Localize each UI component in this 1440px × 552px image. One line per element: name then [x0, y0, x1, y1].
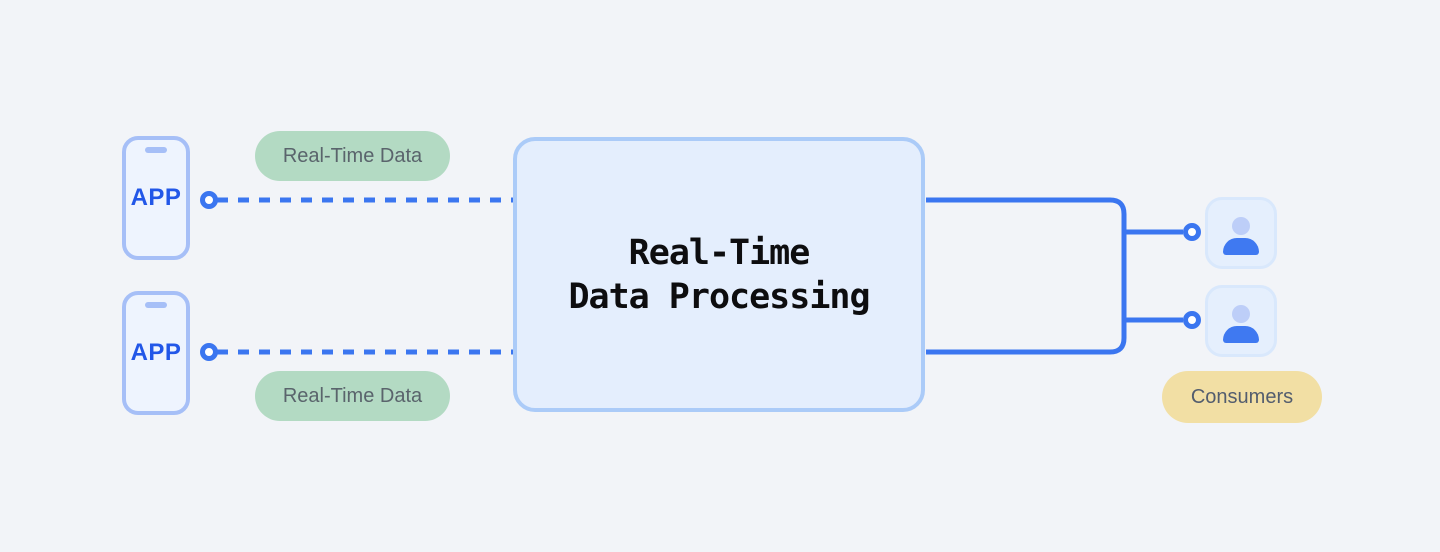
realtime-data-pill-bottom: Real-Time Data [255, 371, 450, 421]
app-node-bottom: APP [122, 291, 190, 415]
processor-title-line2: Data Processing [568, 276, 870, 317]
person-icon [1223, 238, 1259, 255]
phone-notch-icon [145, 147, 167, 153]
person-icon [1232, 305, 1250, 323]
app-node-top: APP [122, 136, 190, 260]
consumer-node-bottom [1205, 285, 1277, 357]
phone-notch-icon [145, 302, 167, 308]
connector-node-consumer-bottom [1183, 311, 1201, 329]
app-node-label: APP [130, 339, 182, 366]
connector-node-app-top [200, 191, 218, 209]
realtime-data-pill-top: Real-Time Data [255, 131, 450, 181]
person-icon [1223, 326, 1259, 343]
person-icon [1232, 217, 1250, 235]
consumers-pill: Consumers [1162, 371, 1322, 423]
processor-box: Real-Time Data Processing [513, 137, 925, 412]
processor-title-line1: Real-Time [628, 232, 811, 273]
connector-node-consumer-top [1183, 223, 1201, 241]
output-bracket [926, 197, 1127, 355]
app-node-label: APP [130, 184, 182, 211]
consumer-node-top [1205, 197, 1277, 269]
connector-node-app-bottom [200, 343, 218, 361]
